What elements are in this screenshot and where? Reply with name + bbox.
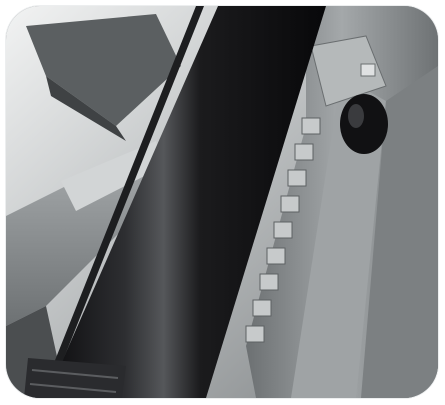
hydraulic-cylinder <box>46 6 326 398</box>
upper-crossbar <box>26 14 181 126</box>
ratchet-teeth <box>245 117 321 343</box>
latch-knob <box>340 94 388 154</box>
latch-bolt <box>360 63 376 77</box>
clamp-ridge-lower <box>29 383 117 393</box>
upper-crossbar-edge <box>46 76 126 141</box>
hydraulic-hose <box>40 6 204 398</box>
product-photo <box>6 6 438 398</box>
cylinder-clamp <box>24 358 126 398</box>
right-rail-inner <box>291 76 386 398</box>
latch-knob-shine <box>348 104 364 128</box>
clamp-ridges <box>31 369 119 379</box>
latch-bracket <box>310 35 387 107</box>
right-rail-highlight <box>361 66 438 398</box>
